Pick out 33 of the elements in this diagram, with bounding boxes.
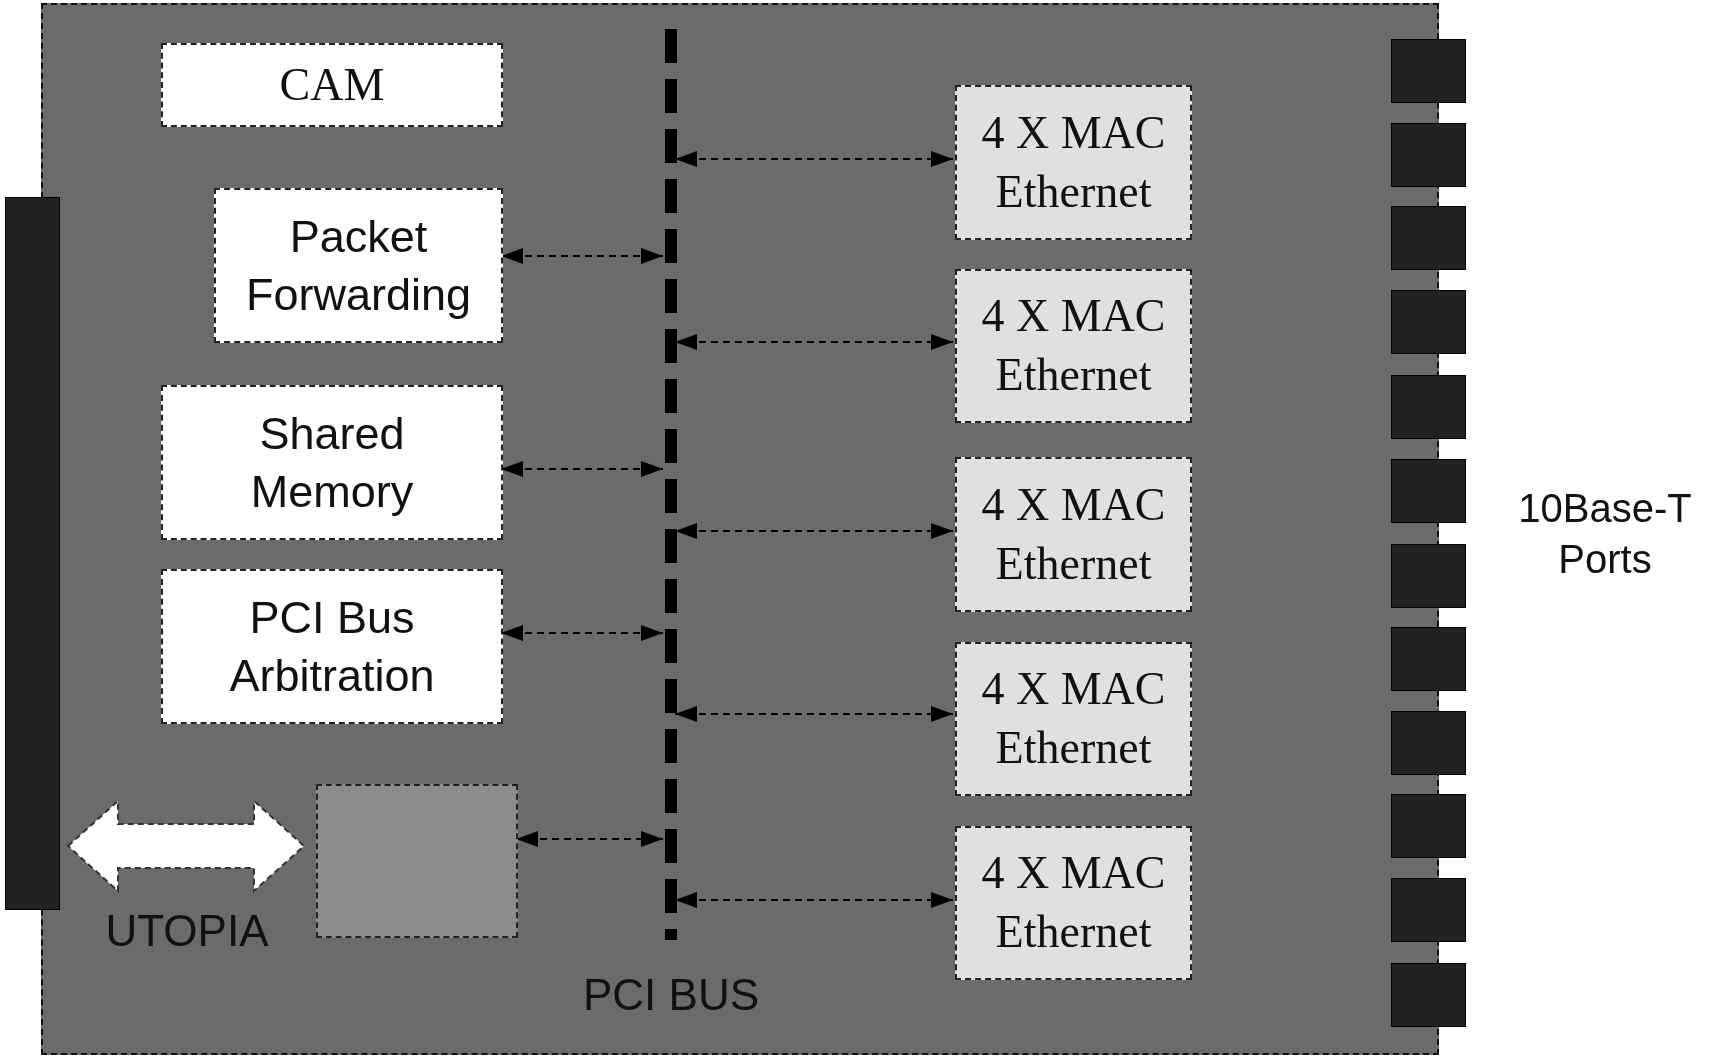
box-label: 4 X MAC Ethernet	[980, 477, 1167, 591]
double-arrow	[500, 248, 664, 264]
block-box	[955, 457, 1192, 612]
chip-box	[316, 784, 518, 938]
box-label: 4 X MAC Ethernet	[980, 662, 1167, 775]
block-box	[955, 85, 1192, 240]
block-box	[161, 569, 503, 724]
double-arrow	[674, 151, 954, 167]
bus-label: PCI BUS	[583, 970, 759, 1020]
box-label: 4 X MAC Ethernet	[980, 105, 1167, 219]
box-label: 4 X MAC Ethernet	[980, 289, 1167, 402]
double-arrow	[674, 706, 954, 722]
block-box	[955, 642, 1192, 796]
double-arrow	[674, 334, 954, 350]
connector-bar	[5, 197, 60, 910]
double-block-arrow	[66, 798, 306, 894]
double-arrow	[500, 625, 664, 641]
double-arrow	[674, 892, 954, 908]
box-label: Packet Forwarding	[245, 209, 472, 322]
block-box	[161, 43, 503, 127]
block-box	[214, 188, 503, 343]
box-label: CAM	[279, 57, 385, 112]
double-arrow	[500, 461, 664, 477]
box-label: 4 X MAC Ethernet	[980, 846, 1167, 959]
double-arrow	[674, 523, 954, 539]
bus-line	[665, 29, 677, 940]
block-box	[161, 385, 503, 540]
box-label: PCI Bus Arbitration	[228, 590, 436, 703]
box-label: Shared Memory	[249, 406, 415, 519]
block-box	[955, 269, 1192, 423]
double-arrow	[515, 831, 664, 847]
block-box	[955, 826, 1192, 980]
ports-label: 10Base-T Ports	[1517, 485, 1693, 584]
